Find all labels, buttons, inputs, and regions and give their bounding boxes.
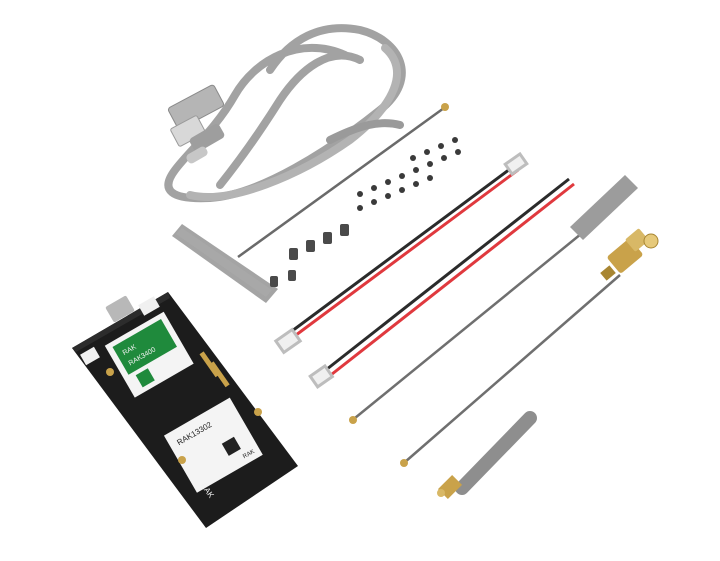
usb-a-plug-icon [167,84,225,147]
gold-headers [199,351,230,388]
battery-cable-2 [308,177,575,389]
screw-icon [357,137,461,211]
usb-cable [164,24,406,203]
rubber-duck-antenna [437,411,537,500]
screws-and-standoffs [270,137,461,287]
standoff-icon [270,224,349,287]
pcb-antenna-small [570,175,638,240]
sma-pigtail [400,228,659,467]
pcb-antenna-large [172,103,449,303]
sma-connector-icon [600,228,659,281]
wisblock-board: RAK RAK3400 RAK13302 RAK RAK [72,292,298,528]
usb-c-plug-icon [186,124,225,164]
module-rak3400: RAK RAK3400 [104,311,194,398]
module-rak13302: RAK13302 RAK [163,397,263,493]
ipex-cable [349,224,593,424]
module-bottom-brand: RAK [242,449,256,460]
battery-cable-1 [273,151,529,355]
